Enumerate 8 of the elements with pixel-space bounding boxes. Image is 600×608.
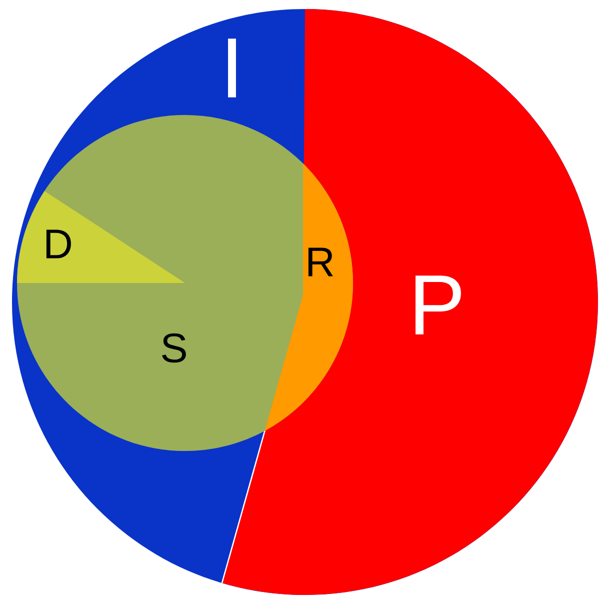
region-label: P [416,276,461,334]
region-label: I [228,38,236,98]
wedge-region [17,190,185,283]
region-label: R [308,248,333,276]
region [221,9,598,595]
region-label: S [162,333,186,363]
overlap-region [264,163,353,431]
region-label: D [46,230,71,258]
